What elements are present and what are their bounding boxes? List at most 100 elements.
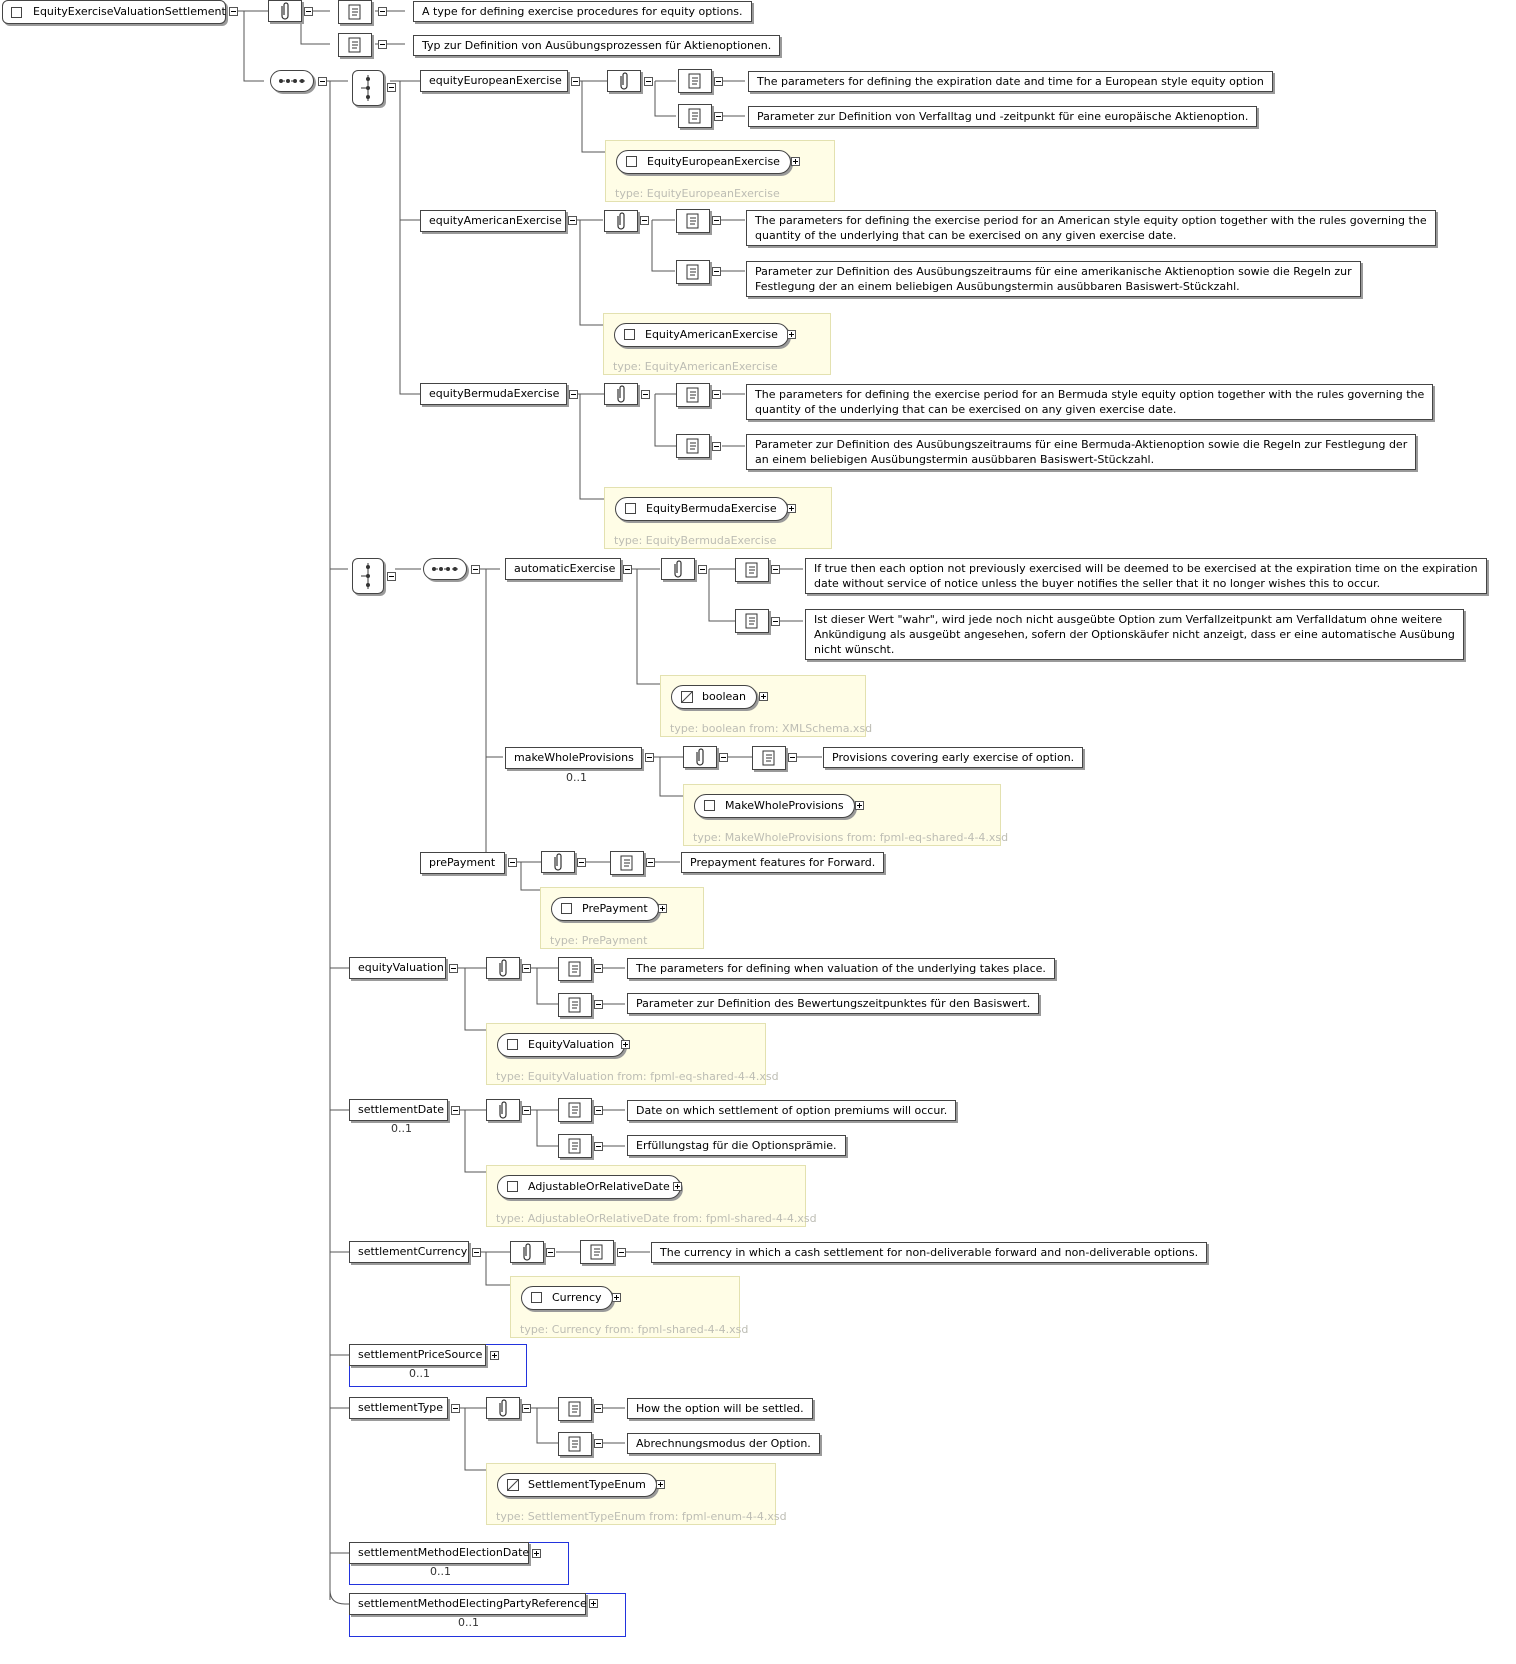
documentation-icon[interactable]	[558, 993, 592, 1017]
expand-toggle[interactable]	[621, 1040, 630, 1049]
collapse-toggle[interactable]	[714, 77, 723, 86]
collapse-toggle[interactable]	[617, 1248, 626, 1257]
root-complex-type[interactable]: EquityExerciseValuationSettlement	[2, 0, 226, 24]
choice-compositor[interactable]	[352, 558, 384, 594]
collapse-toggle[interactable]	[318, 77, 327, 86]
documentation-icon[interactable]	[676, 209, 710, 233]
collapse-toggle[interactable]	[771, 617, 780, 626]
documentation-icon[interactable]	[558, 1098, 592, 1122]
collapse-toggle[interactable]	[594, 1142, 603, 1151]
expand-toggle[interactable]	[787, 504, 796, 513]
documentation-icon[interactable]	[558, 1432, 592, 1456]
annotation-icon[interactable]	[661, 558, 695, 580]
collapse-toggle[interactable]	[569, 390, 578, 399]
collapse-toggle[interactable]	[568, 216, 577, 225]
annotation-icon[interactable]	[268, 0, 302, 22]
collapse-toggle[interactable]	[449, 964, 458, 973]
documentation-icon[interactable]	[676, 434, 710, 458]
documentation-icon[interactable]	[676, 383, 710, 407]
collapse-toggle[interactable]	[594, 1000, 603, 1009]
documentation-icon[interactable]	[678, 69, 712, 93]
type-reference[interactable]: EquityBermudaExercise	[615, 497, 788, 521]
expand-toggle[interactable]	[658, 904, 667, 913]
collapse-toggle[interactable]	[698, 565, 707, 574]
collapse-toggle[interactable]	[641, 390, 650, 399]
collapse-toggle[interactable]	[577, 858, 586, 867]
expand-toggle[interactable]	[791, 157, 800, 166]
element-settlement-method-electing-party-reference[interactable]: settlementMethodElectingPartyReference	[349, 1593, 587, 1615]
collapse-toggle[interactable]	[451, 1404, 460, 1413]
expand-toggle[interactable]	[532, 1549, 541, 1558]
collapse-toggle[interactable]	[646, 858, 655, 867]
collapse-toggle[interactable]	[471, 565, 480, 574]
expand-toggle[interactable]	[759, 692, 768, 701]
documentation-icon[interactable]	[735, 609, 769, 633]
expand-toggle[interactable]	[612, 1293, 621, 1302]
collapse-toggle[interactable]	[451, 1106, 460, 1115]
documentation-icon[interactable]	[752, 746, 786, 770]
documentation-icon[interactable]	[676, 260, 710, 284]
expand-toggle[interactable]	[589, 1599, 598, 1608]
annotation-icon[interactable]	[607, 70, 641, 92]
collapse-toggle[interactable]	[378, 40, 387, 49]
expand-toggle[interactable]	[673, 1182, 682, 1191]
collapse-toggle[interactable]	[712, 267, 721, 276]
collapse-toggle[interactable]	[508, 858, 517, 867]
choice-compositor[interactable]	[352, 70, 384, 106]
element-pre-payment[interactable]: prePayment	[420, 852, 505, 874]
documentation-icon[interactable]	[558, 957, 592, 981]
collapse-toggle[interactable]	[594, 1106, 603, 1115]
element-settlement-currency[interactable]: settlementCurrency	[349, 1241, 469, 1263]
type-reference[interactable]: EquityValuation	[497, 1033, 626, 1057]
collapse-toggle[interactable]	[229, 7, 238, 16]
annotation-icon[interactable]	[486, 957, 520, 979]
collapse-toggle[interactable]	[714, 112, 723, 121]
documentation-icon[interactable]	[580, 1240, 614, 1264]
type-reference[interactable]: boolean	[671, 685, 757, 709]
collapse-toggle[interactable]	[472, 1248, 481, 1257]
collapse-toggle[interactable]	[522, 964, 531, 973]
collapse-toggle[interactable]	[387, 83, 396, 92]
element-equity-american-exercise[interactable]: equityAmericanExercise	[420, 210, 566, 232]
annotation-icon[interactable]	[541, 851, 575, 873]
element-settlement-method-election-date[interactable]: settlementMethodElectionDate	[349, 1542, 529, 1564]
collapse-toggle[interactable]	[771, 565, 780, 574]
collapse-toggle[interactable]	[522, 1106, 531, 1115]
element-make-whole-provisions[interactable]: makeWholeProvisions	[505, 747, 642, 769]
collapse-toggle[interactable]	[594, 964, 603, 973]
collapse-toggle[interactable]	[645, 753, 654, 762]
documentation-icon[interactable]	[678, 104, 712, 128]
annotation-icon[interactable]	[486, 1397, 520, 1419]
collapse-toggle[interactable]	[712, 390, 721, 399]
element-automatic-exercise[interactable]: automaticExercise	[505, 558, 621, 580]
expand-toggle[interactable]	[855, 801, 864, 810]
expand-toggle[interactable]	[656, 1480, 665, 1489]
collapse-toggle[interactable]	[387, 572, 396, 581]
collapse-toggle[interactable]	[623, 565, 632, 574]
documentation-icon[interactable]	[558, 1397, 592, 1421]
type-reference[interactable]: Currency	[521, 1286, 613, 1310]
annotation-icon[interactable]	[486, 1099, 520, 1121]
sequence-compositor[interactable]	[423, 558, 467, 580]
collapse-toggle[interactable]	[788, 753, 797, 762]
type-reference[interactable]: AdjustableOrRelativeDate	[497, 1175, 681, 1199]
expand-toggle[interactable]	[490, 1351, 499, 1360]
collapse-toggle[interactable]	[304, 7, 313, 16]
collapse-toggle[interactable]	[571, 77, 580, 86]
annotation-icon[interactable]	[604, 210, 638, 232]
element-settlement-type[interactable]: settlementType	[349, 1397, 448, 1419]
collapse-toggle[interactable]	[594, 1439, 603, 1448]
collapse-toggle[interactable]	[644, 77, 653, 86]
collapse-toggle[interactable]	[546, 1248, 555, 1257]
collapse-toggle[interactable]	[378, 7, 387, 16]
annotation-icon[interactable]	[683, 746, 717, 768]
collapse-toggle[interactable]	[719, 753, 728, 762]
expand-toggle[interactable]	[787, 330, 796, 339]
collapse-toggle[interactable]	[712, 216, 721, 225]
element-settlement-price-source[interactable]: settlementPriceSource	[349, 1344, 486, 1366]
element-equity-bermuda-exercise[interactable]: equityBermudaExercise	[420, 383, 567, 405]
collapse-toggle[interactable]	[522, 1404, 531, 1413]
collapse-toggle[interactable]	[594, 1404, 603, 1413]
collapse-toggle[interactable]	[712, 442, 721, 451]
element-equity-european-exercise[interactable]: equityEuropeanExercise	[420, 70, 568, 92]
